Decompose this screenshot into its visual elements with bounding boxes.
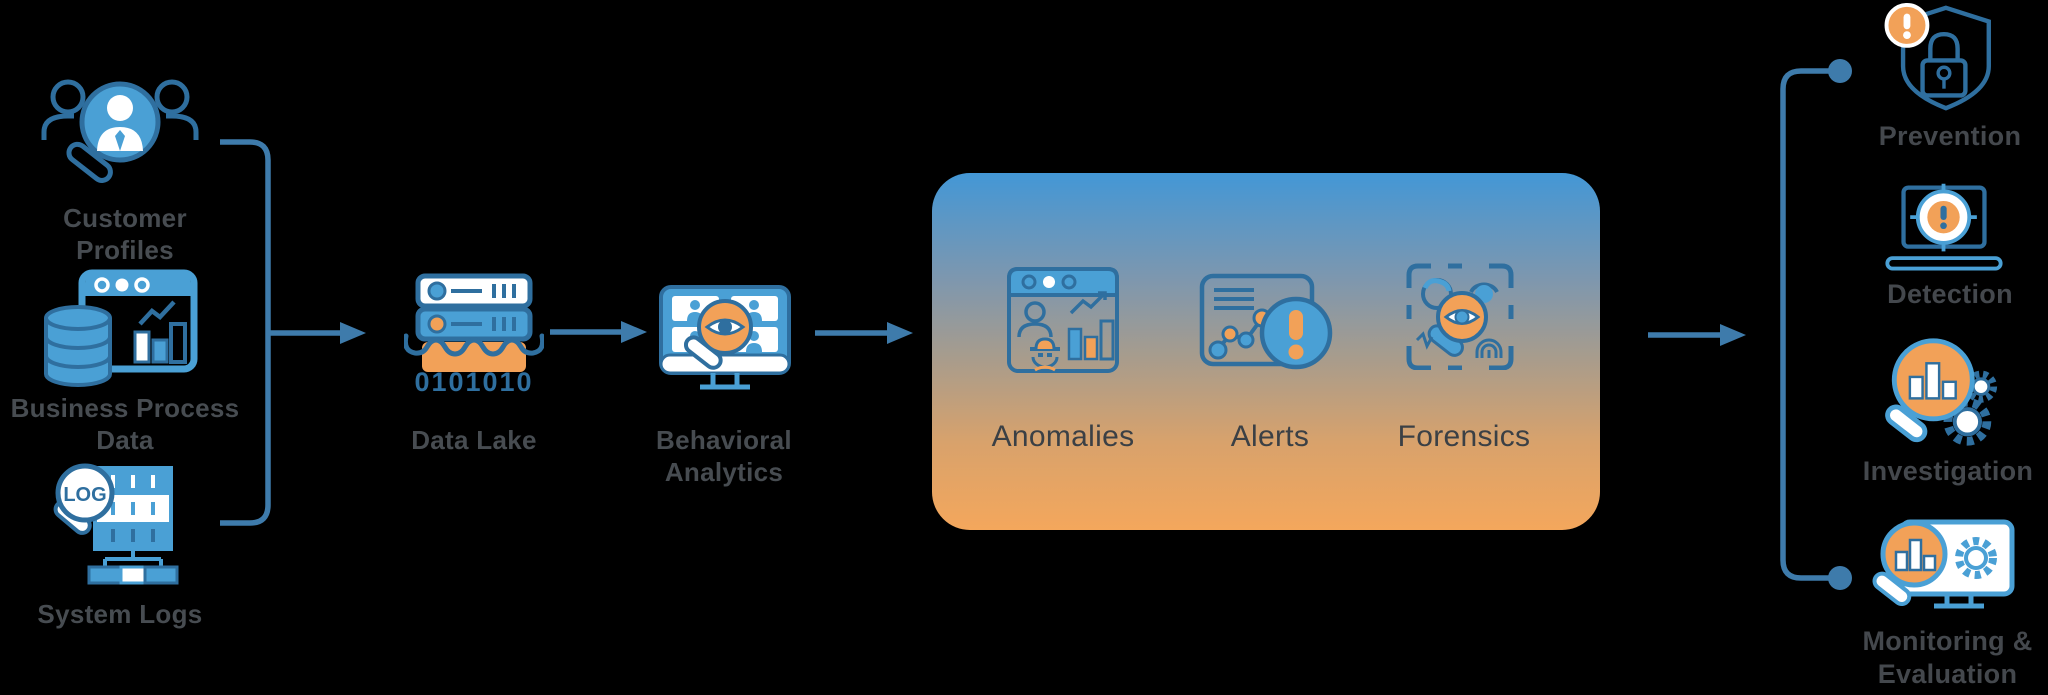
anomalies-label: Anomalies (991, 420, 1135, 453)
investigation-icon (1876, 336, 2011, 451)
customer-profiles-label: Customer Profiles (63, 203, 187, 266)
prevention-label: Prevention (1878, 121, 2022, 151)
behavioral-analytics-label: Behavioral Analytics (656, 425, 792, 488)
investigation-label: Investigation (1862, 456, 2034, 486)
system-logs-icon: LOG (45, 462, 195, 594)
business-process-data-icon (40, 268, 200, 398)
alerts-label: Alerts (1230, 420, 1310, 453)
output-bracket (1780, 68, 1839, 581)
arrowhead-4 (1720, 324, 1746, 346)
customer-profiles-icon (40, 70, 200, 195)
data-lake-binary-text: 0101010 (414, 367, 534, 397)
data-lake-icon (404, 272, 544, 377)
bracket-dot-top (1828, 59, 1852, 83)
forensics-icon (1405, 262, 1515, 370)
analysis-box: Anomalies Alerts (932, 173, 1600, 530)
system-logs-label: System Logs (37, 599, 203, 629)
arrowhead-1 (340, 322, 366, 344)
business-process-data-label: Business Process Data (10, 393, 240, 456)
data-lake-label: Data Lake (411, 425, 537, 455)
detection-icon (1878, 180, 2010, 280)
forensics-label: Forensics (1397, 420, 1531, 453)
monitoring-evaluation-label: Monitoring & Evaluation (1862, 626, 2033, 690)
detection-label: Detection (1887, 279, 2013, 309)
behavioral-analytics-icon (655, 283, 795, 393)
arrowhead-3 (887, 322, 913, 344)
alerts-icon (1198, 262, 1333, 372)
arrowhead-2 (621, 321, 647, 343)
anomalies-icon (1005, 265, 1121, 375)
input-bracket (220, 139, 271, 526)
monitoring-evaluation-icon (1870, 518, 2018, 616)
bracket-dot-bottom (1828, 566, 1852, 590)
log-icon-text: LOG (63, 484, 106, 506)
prevention-icon (1878, 2, 2008, 114)
